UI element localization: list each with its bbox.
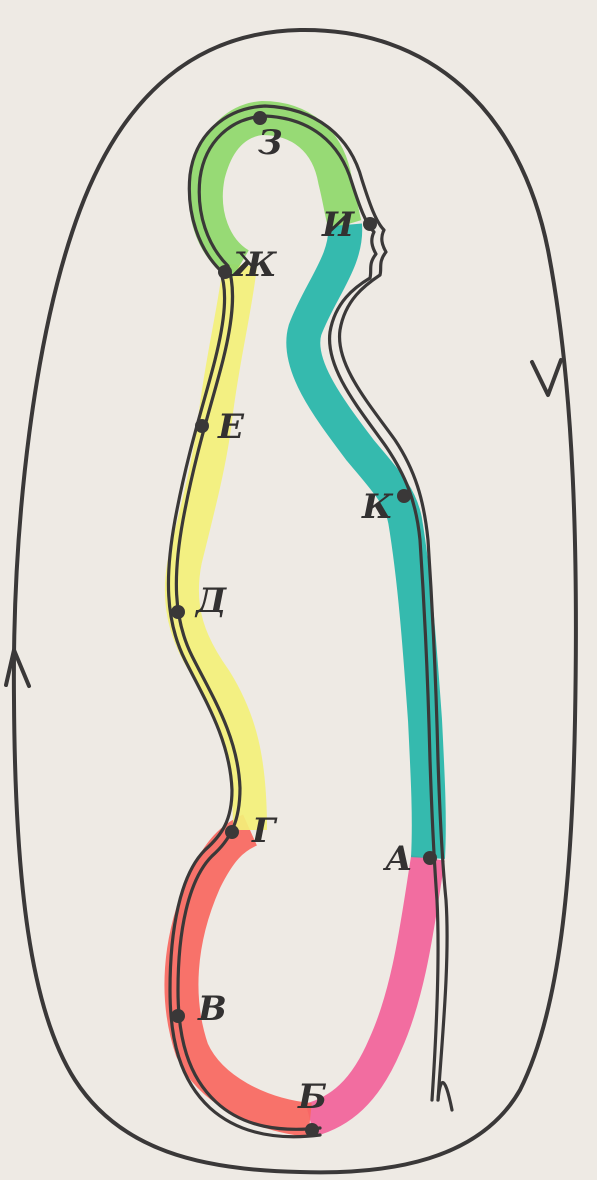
point-e-dot	[195, 419, 209, 433]
point-zh-dot	[218, 265, 232, 279]
point-zh-label: Ж	[229, 245, 277, 285]
point-z-label: З	[258, 123, 283, 163]
point-b-dot	[305, 1123, 319, 1137]
point-e-label: Е	[217, 407, 245, 447]
cycle-loop	[6, 30, 576, 1172]
point-d-label: Д	[194, 581, 227, 621]
cycle-oval	[14, 30, 576, 1172]
point-b-label: Б	[297, 1077, 327, 1117]
point-a-label: А	[382, 839, 413, 879]
point-v-dot	[171, 1009, 185, 1023]
point-k-dot	[397, 489, 411, 503]
outline-right-tail	[438, 1083, 452, 1111]
point-i-label: И	[321, 205, 355, 245]
down-arrow-icon	[532, 360, 561, 395]
point-a-dot	[423, 851, 437, 865]
point-k-label: К	[361, 487, 394, 527]
segment-a-b	[310, 858, 428, 1120]
point-d-dot	[171, 605, 185, 619]
segment-i-k-a	[303, 225, 429, 858]
up-arrow-icon	[6, 650, 29, 686]
point-v-label: В	[197, 989, 227, 1029]
point-g-dot	[225, 825, 239, 839]
point-g-label: Г	[251, 811, 278, 851]
point-i-dot	[363, 217, 377, 231]
